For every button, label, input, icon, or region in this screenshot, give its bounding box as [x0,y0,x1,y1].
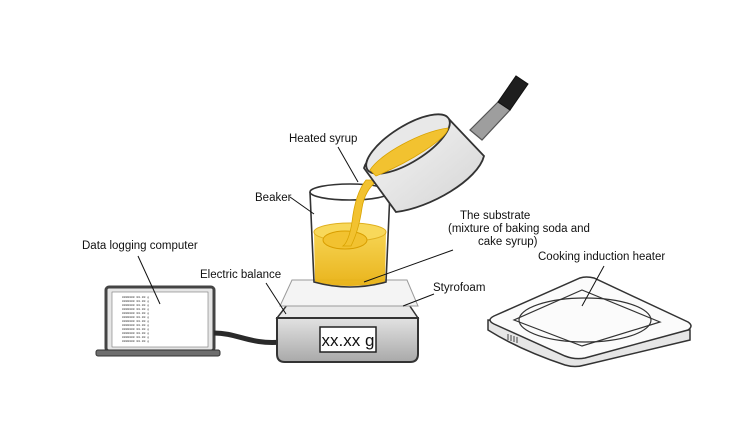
induction-heater [487,276,692,368]
leader-substrate [363,249,454,283]
log-line: 0000000 00.00 g [122,316,149,319]
label-substrate-2: (mixture of baking soda and [448,223,590,235]
heater-vent [507,334,518,343]
pot-syrup [369,127,449,177]
label-data-logging-computer: Data logging computer [82,240,198,252]
label-substrate-1: The substrate [460,210,530,222]
log-line: 0000000 00.00 g [122,312,149,315]
laptop: 0000000 00.00 g 0000000 00.00 g 0000000 … [95,285,221,357]
log-line: 0000000 00.00 g [122,320,149,323]
label-substrate-3: cake syrup) [478,236,538,248]
heater-cooking-zone-round [518,297,652,343]
heater-cooking-zone [512,289,662,347]
log-line: 0000000 00.00 g [122,332,149,335]
log-line: 0000000 00.00 g [122,300,149,303]
syrup-stream [341,179,380,247]
leader-lines [137,146,605,315]
laptop-log-lines: 0000000 00.00 g 0000000 00.00 g 0000000 … [122,296,149,343]
log-line: 0000000 00.00 g [122,324,149,327]
data-cable [213,330,283,345]
leader-data-logging-computer [137,255,161,305]
label-heated-syrup: Heated syrup [289,133,357,145]
leader-electric-balance [265,282,287,315]
leader-cooking-induction-heater [581,265,605,307]
log-line: 0000000 00.00 g [122,296,149,299]
balance-reading: xx.xx g [322,331,375,350]
laptop-screen [111,291,209,348]
log-line: 0000000 00.00 g [122,304,149,307]
heater-top [489,276,692,360]
log-line: 0000000 00.00 g [122,308,149,311]
pot-handle [469,101,511,141]
balance-display [319,326,377,353]
log-line: 0000000 00.00 g [122,340,149,343]
label-electric-balance: Electric balance [200,269,281,281]
beaker-glass [309,191,391,288]
substrate-foam [322,230,368,250]
label-styrofoam: Styrofoam [433,282,485,294]
label-beaker: Beaker [255,192,292,204]
leader-heated-syrup [337,146,359,183]
log-line: 0000000 00.00 g [122,336,149,339]
label-cooking-induction-heater: Cooking induction heater [538,251,665,263]
laptop-base [95,349,221,357]
leader-beaker [289,196,315,215]
log-line: 0000000 00.00 g [122,328,149,331]
electric-balance: xx.xx g [275,295,420,363]
leader-styrofoam [402,293,435,307]
pot-handle-grip [497,75,529,111]
pot [363,75,529,213]
